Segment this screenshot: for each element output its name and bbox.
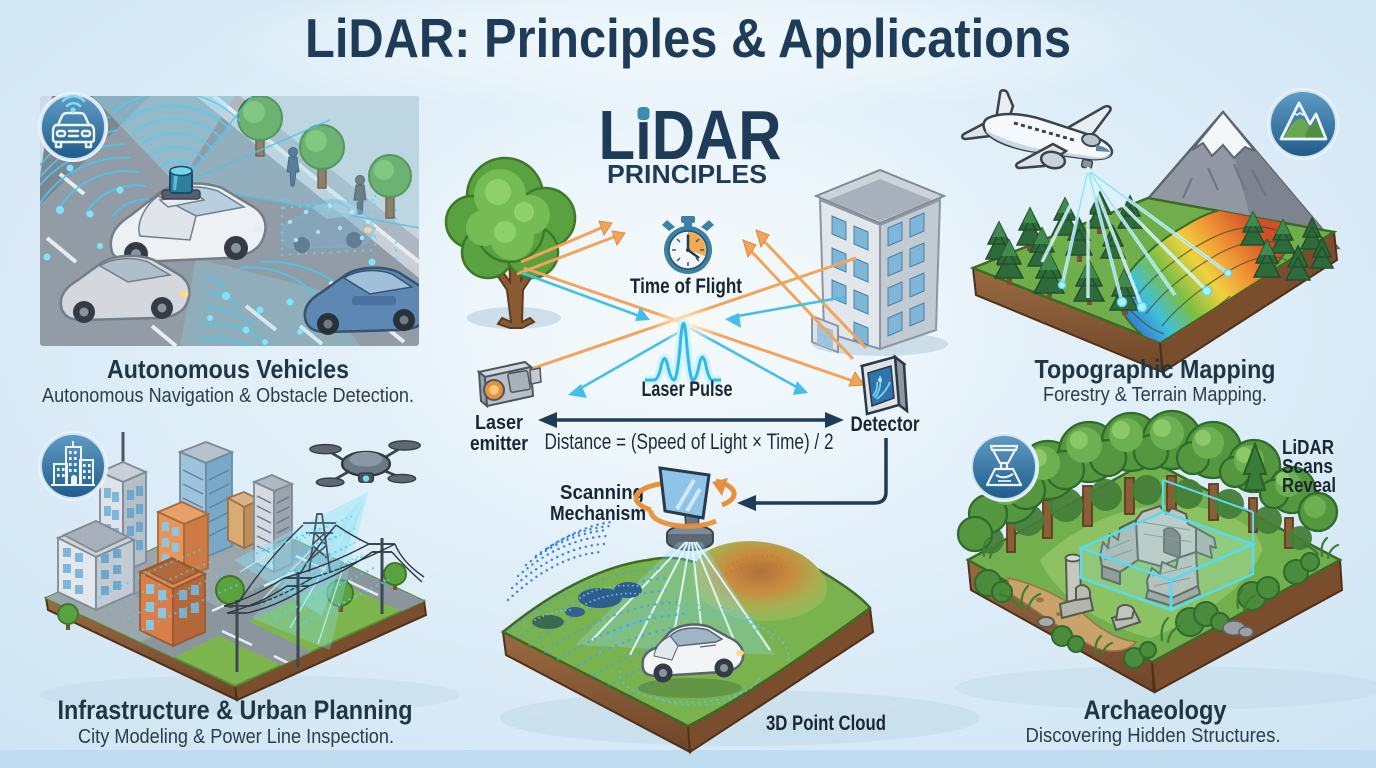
svg-text:Distance = (Speed of Light × T: Distance = (Speed of Light × Time) / 2 <box>545 429 834 454</box>
svg-text:Laser: Laser <box>475 412 523 434</box>
svg-text:Mechanism: Mechanism <box>550 503 646 525</box>
svg-text:Scanning: Scanning <box>560 482 644 504</box>
svg-text:Forestry & Terrain Mapping.: Forestry & Terrain Mapping. <box>1043 384 1267 406</box>
svg-text:Discovering Hidden Structures.: Discovering Hidden Structures. <box>1026 725 1281 747</box>
svg-text:Archaeology: Archaeology <box>1084 695 1227 725</box>
svg-text:Infrastructure & Urban Plannin: Infrastructure & Urban Planning <box>58 695 413 725</box>
svg-text:LiDAR: LiDAR <box>1282 437 1334 459</box>
svg-text:LiDAR: Principles & Applicatio: LiDAR: Principles & Applications <box>305 7 1071 69</box>
svg-text:Autonomous Vehicles: Autonomous Vehicles <box>107 354 349 384</box>
svg-text:Reveal: Reveal <box>1282 475 1336 497</box>
svg-text:Laser Pulse: Laser Pulse <box>642 378 733 401</box>
svg-text:LiDAR: LiDAR <box>599 96 782 174</box>
svg-text:Detector: Detector <box>851 413 920 436</box>
svg-text:Scans: Scans <box>1282 456 1333 478</box>
svg-text:Autonomous Navigation & Obstac: Autonomous Navigation & Obstacle Detecti… <box>42 385 414 407</box>
svg-text:PRINCIPLES: PRINCIPLES <box>607 159 767 189</box>
svg-text:emitter: emitter <box>470 433 528 455</box>
svg-text:Topographic Mapping: Topographic Mapping <box>1035 354 1276 384</box>
svg-text:3D Point Cloud: 3D Point Cloud <box>766 712 886 735</box>
svg-text:Time of Flight: Time of Flight <box>630 275 742 298</box>
svg-text:City Modeling & Power Line Ins: City Modeling & Power Line Inspection. <box>78 726 394 748</box>
